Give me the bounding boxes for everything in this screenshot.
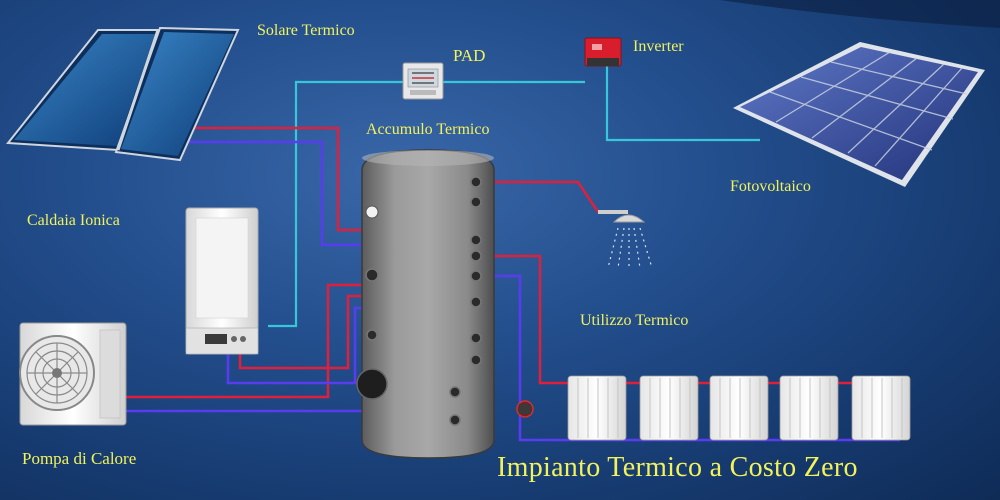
cold-pipes bbox=[120, 140, 900, 442]
circulator-pump-icon bbox=[516, 400, 534, 418]
shower-head-icon bbox=[598, 210, 653, 269]
radiator-1 bbox=[567, 375, 627, 441]
diagram-title: Impianto Termico a Costo Zero bbox=[497, 452, 858, 483]
label-inverter: Inverter bbox=[633, 38, 684, 55]
pad-control-box bbox=[402, 62, 444, 100]
solar-thermal-collector bbox=[6, 26, 240, 162]
radiator-3 bbox=[709, 375, 769, 441]
label-pad: PAD bbox=[453, 46, 486, 65]
label-thermal-storage: Accumulo Termico bbox=[366, 121, 490, 138]
photovoltaic-panel bbox=[733, 42, 985, 187]
inverter-device bbox=[584, 37, 622, 67]
radiator-5 bbox=[851, 375, 911, 441]
label-photovoltaic: Fotovoltaico bbox=[730, 178, 811, 195]
label-heat-pump: Pompa di Calore bbox=[22, 449, 137, 468]
radiator-2 bbox=[639, 375, 699, 441]
label-solar-thermal: Solare Termico bbox=[257, 22, 355, 39]
signal-wires bbox=[268, 66, 760, 328]
heat-pump-unit bbox=[19, 322, 127, 426]
label-thermal-usage: Utilizzo Termico bbox=[580, 312, 689, 329]
label-ionic-boiler: Caldaia Ionica bbox=[27, 212, 120, 229]
radiators bbox=[567, 375, 911, 441]
thermal-storage-tank bbox=[356, 149, 495, 459]
radiator-4 bbox=[779, 375, 839, 441]
ionic-boiler bbox=[185, 207, 259, 355]
